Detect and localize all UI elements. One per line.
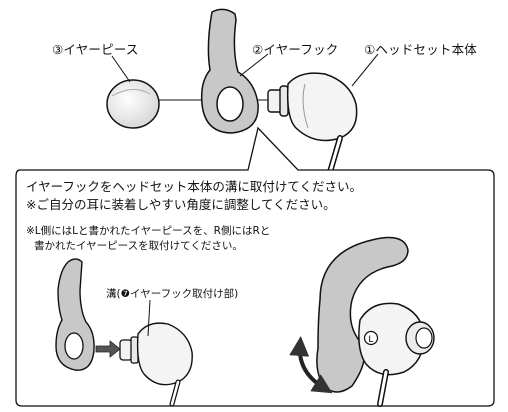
instruction-note-1: ※L側にはLと書かれたイヤーピースを、R側にはRと: [26, 225, 271, 237]
headset-label: ①ヘッドセット本体: [364, 42, 478, 57]
earpiece-part: [106, 79, 160, 129]
earhook-label: ②イヤーフック: [252, 42, 339, 57]
left-side-mark-circle: [363, 330, 379, 346]
earhook-part: [200, 8, 259, 134]
earpiece-label: ③イヤーピース: [52, 42, 139, 57]
groove-label: 溝(❼イヤーフック取付け部): [106, 288, 239, 300]
groove-leader: [147, 299, 151, 337]
earhook-leader: [239, 53, 269, 77]
rotate-angle-arrow: [289, 336, 333, 394]
top-exploded-view: [106, 8, 379, 175]
instruction-line-1: イヤーフックをヘッドセット本体の溝に取付けてください。: [26, 179, 363, 194]
headset-leader: [351, 53, 379, 87]
attach-arrow: [95, 340, 121, 358]
headset-body-part: [267, 72, 358, 175]
bottom-right-assembled-illustration: L: [289, 236, 435, 407]
bottom-left-attach-illustration: [55, 258, 193, 407]
instruction-note-2: 書かれたイヤーピースを取付けてください。: [34, 240, 243, 252]
left-side-mark-text: L: [368, 334, 373, 344]
earpiece-leader: [111, 55, 131, 83]
instruction-line-2: ※ご自分の耳に装着しやすい角度に調整してください。: [26, 197, 336, 212]
